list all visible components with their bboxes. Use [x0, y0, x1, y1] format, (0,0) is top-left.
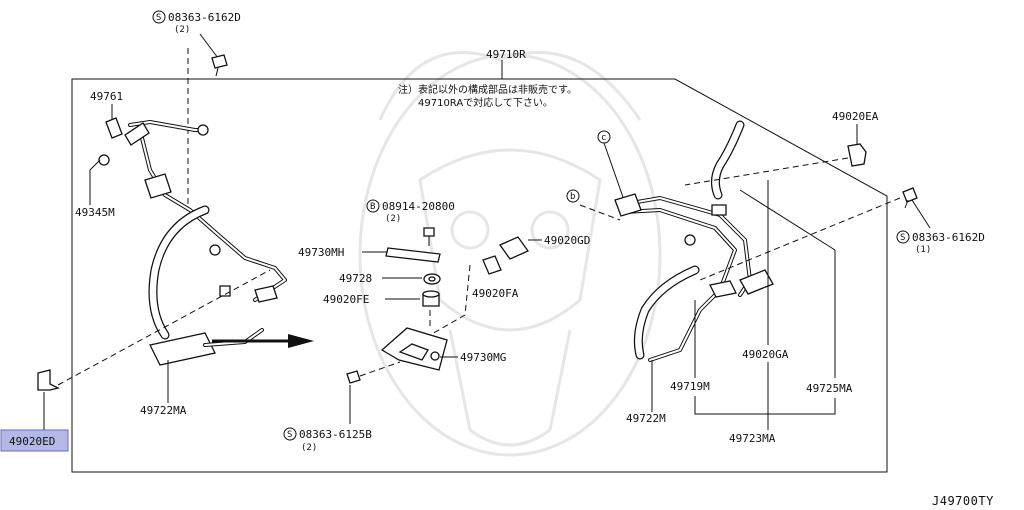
- part-label-49722MA[interactable]: 49722MA: [140, 404, 187, 417]
- note-line-1: 注）表記以外の構成部品は非販売です。: [398, 83, 577, 96]
- bolt-icon: [346, 370, 361, 384]
- svg-text:c: c: [601, 133, 606, 143]
- sensor-icon: [98, 117, 123, 166]
- svg-text:08363-6125B: 08363-6125B: [299, 428, 372, 441]
- svg-text:08363-6162D: 08363-6162D: [168, 11, 241, 24]
- svg-text:S: S: [156, 13, 161, 23]
- svg-text:S: S: [900, 233, 905, 243]
- callout-top-bolt[interactable]: S 08363-6162D (2): [152, 10, 241, 35]
- note-line-2: 49710RAで対応して下さい。: [418, 96, 553, 109]
- part-label-49728[interactable]: 49728: [339, 272, 372, 285]
- part-label-49020EA[interactable]: 49020EA: [832, 110, 879, 123]
- assembly-frame: [71, 78, 888, 473]
- arrow-right-icon: [212, 334, 314, 348]
- part-label-49730MH[interactable]: 49730MH: [298, 246, 344, 259]
- bolt-icon: [423, 227, 435, 246]
- clip-icon: [847, 143, 867, 167]
- callout-c: c: [597, 130, 611, 144]
- watermark-emblem: [358, 51, 662, 457]
- clamp-49020GD: [482, 236, 529, 275]
- callout-b-lower: b: [566, 189, 580, 203]
- diagram-code: J49700TY: [932, 494, 994, 508]
- callout-bolt-bottom[interactable]: S 08363-6125B (2): [283, 427, 372, 453]
- bracket-49730MH: [385, 247, 441, 263]
- bolt-icon: [211, 54, 228, 77]
- part-label-49719M[interactable]: 49719M: [670, 380, 710, 393]
- part-label-49722M[interactable]: 49722M: [626, 412, 666, 425]
- callout-bolt-b[interactable]: B 08914-20800 (2): [366, 199, 455, 224]
- callout-bolt-right[interactable]: S 08363-6162D (1): [896, 230, 985, 255]
- nut-icon: [423, 273, 441, 285]
- pipe-assembly-right: [614, 193, 774, 362]
- bolt-icon: [902, 187, 918, 209]
- part-label-49020GD[interactable]: 49020GD: [544, 234, 590, 247]
- bracket-49730MG: [380, 327, 448, 371]
- part-label-49723MA[interactable]: 49723MA: [729, 432, 776, 445]
- hose-49722M: [633, 265, 700, 360]
- svg-text:08363-6162D: 08363-6162D: [912, 231, 985, 244]
- svg-text:B: B: [370, 202, 375, 212]
- svg-text:(2): (2): [174, 25, 190, 35]
- part-label-49725MA[interactable]: 49725MA: [806, 382, 853, 395]
- part-label-49710R[interactable]: 49710R: [486, 48, 526, 61]
- pipe-assembly-left: [124, 120, 287, 303]
- svg-text:08914-20800: 08914-20800: [382, 200, 455, 213]
- highlight-box: [0, 429, 69, 452]
- part-label-49020ED[interactable]: 49020ED: [9, 435, 55, 448]
- part-label-49345M[interactable]: 49345M: [75, 206, 115, 219]
- clip-icon: [37, 369, 60, 391]
- part-label-49730MG[interactable]: 49730MG: [460, 351, 506, 364]
- svg-text:(1): (1): [915, 245, 931, 255]
- hose-49722MA: [148, 205, 264, 366]
- part-label-49020FA[interactable]: 49020FA: [472, 287, 519, 300]
- grommet-icon: [422, 290, 440, 307]
- part-label-49020GA[interactable]: 49020GA: [742, 348, 789, 361]
- svg-text:(2): (2): [301, 443, 317, 453]
- hose-upper-right: [710, 120, 745, 200]
- svg-text:b: b: [570, 192, 575, 202]
- part-label-49761[interactable]: 49761: [90, 90, 123, 103]
- svg-text:(2): (2): [385, 214, 401, 224]
- part-label-49020FE[interactable]: 49020FE: [323, 293, 369, 306]
- svg-text:S: S: [287, 430, 292, 440]
